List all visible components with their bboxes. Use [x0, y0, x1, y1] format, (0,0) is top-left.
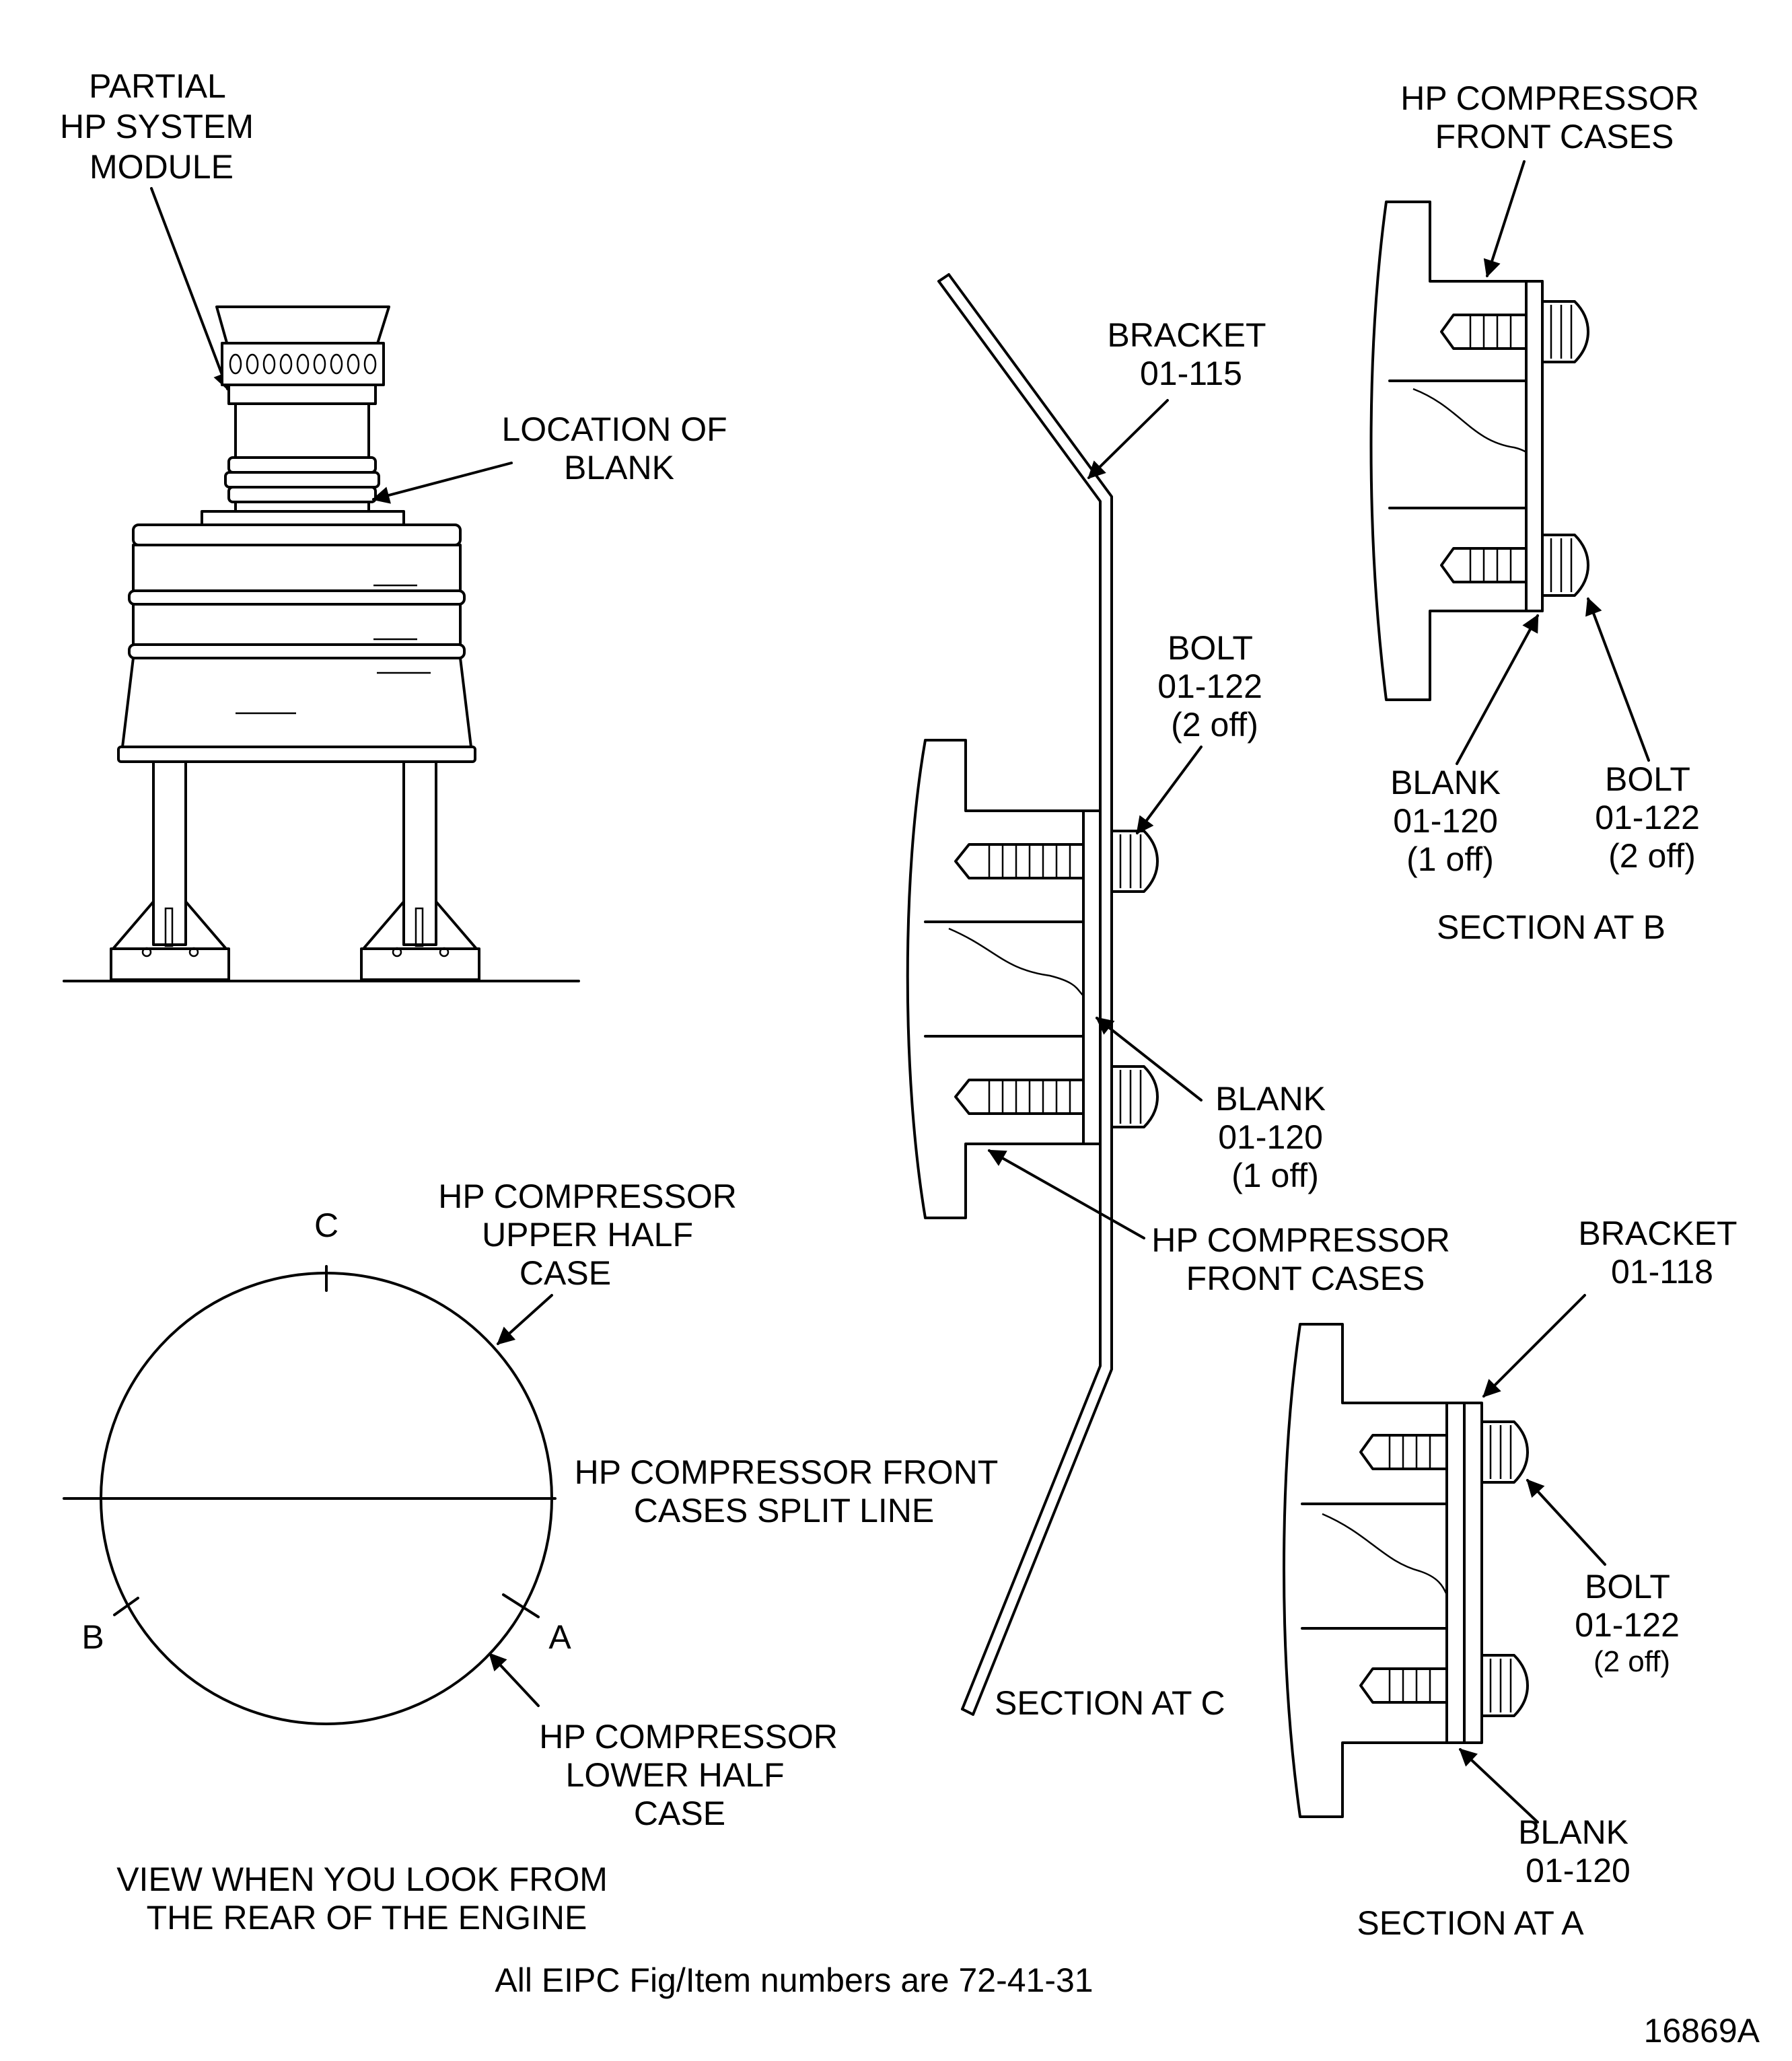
rear-view-drawing: C B A HP COMPRESSOR UPPER HALF CASE HP C… [63, 1178, 1007, 1937]
section-a-bolts [1359, 1420, 1529, 1717]
section-b-label: SECTION AT B [1437, 908, 1665, 946]
section-b-blank [1525, 280, 1544, 612]
section-a-blank [1445, 1402, 1466, 1744]
blank-b-label: BLANK 01-120 (1 off) [1390, 764, 1510, 878]
section-a-bracket [1463, 1402, 1483, 1744]
blank-a-label: BLANK 01-120 [1518, 1813, 1638, 1889]
position-a-label: A [548, 1618, 571, 1656]
section-c-drawing: BRACKET 01-115 BOLT 01-122 (2 off) BLANK… [906, 273, 1460, 1722]
location-of-blank-label: LOCATION OF BLANK [501, 410, 736, 486]
location-leader [371, 462, 513, 504]
module-lower-casing [121, 657, 472, 748]
footnote-text: All EIPC Fig/Item numbers are 72-41-31 [495, 1961, 1093, 1999]
position-b-label: B [81, 1618, 104, 1656]
module-collar [227, 384, 377, 405]
module-stand [63, 760, 580, 982]
section-a-drawing: BRACKET 01-118 BOLT 01-122 (2 off) BLANK… [1283, 1215, 1746, 1942]
section-a-case [1283, 1323, 1448, 1818]
module-holes [229, 353, 377, 375]
section-b-case [1369, 201, 1544, 701]
hp-module-drawing: PARTIAL HP SYSTEM MODULE [60, 67, 736, 982]
figure-id: 16869A [1644, 2012, 1760, 2050]
position-b-tick [113, 1597, 139, 1616]
module-hole-ring [221, 342, 385, 386]
section-a-label: SECTION AT A [1357, 1904, 1584, 1942]
section-c-bolts [954, 830, 1159, 1128]
bolt-c-label: BOLT 01-122 (2 off) [1157, 629, 1272, 744]
blank-location-plate [201, 510, 405, 526]
blank-c-label: BLANK 01-120 (1 off) [1215, 1080, 1335, 1194]
section-b-drawing: HP COMPRESSOR FRONT CASES BLANK 01-120 (… [1369, 79, 1709, 946]
split-line-label: HP COMPRESSOR FRONT CASES SPLIT LINE [575, 1453, 1007, 1529]
module-leader [150, 187, 230, 391]
bracket-118-label: BRACKET 01-118 [1578, 1215, 1746, 1291]
rear-view-caption: VIEW WHEN YOU LOOK FROM THE REAR OF THE … [116, 1860, 617, 1937]
upper-half-case-label: HP COMPRESSOR UPPER HALF CASE [438, 1178, 746, 1292]
section-c-blank [1082, 809, 1102, 1145]
lower-half-case-label: HP COMPRESSOR LOWER HALF CASE [539, 1718, 847, 1832]
bracket-115-label: BRACKET 01-115 [1107, 316, 1275, 392]
front-cases-b-label: HP COMPRESSOR FRONT CASES [1400, 79, 1709, 155]
front-cases-c-label: HP COMPRESSOR FRONT CASES [1151, 1221, 1460, 1297]
bolt-b-label: BOLT 01-122 (2 off) [1595, 760, 1709, 875]
position-a-tick [502, 1593, 540, 1618]
position-c-label: C [314, 1206, 338, 1244]
bolt-a-label: BOLT 01-122 (2 off) [1575, 1568, 1689, 1678]
section-c-case [906, 739, 1085, 1219]
section-c-label: SECTION AT C [995, 1684, 1225, 1722]
section-b-bolts [1440, 300, 1589, 597]
partial-hp-module-label: PARTIAL HP SYSTEM MODULE [60, 67, 263, 186]
